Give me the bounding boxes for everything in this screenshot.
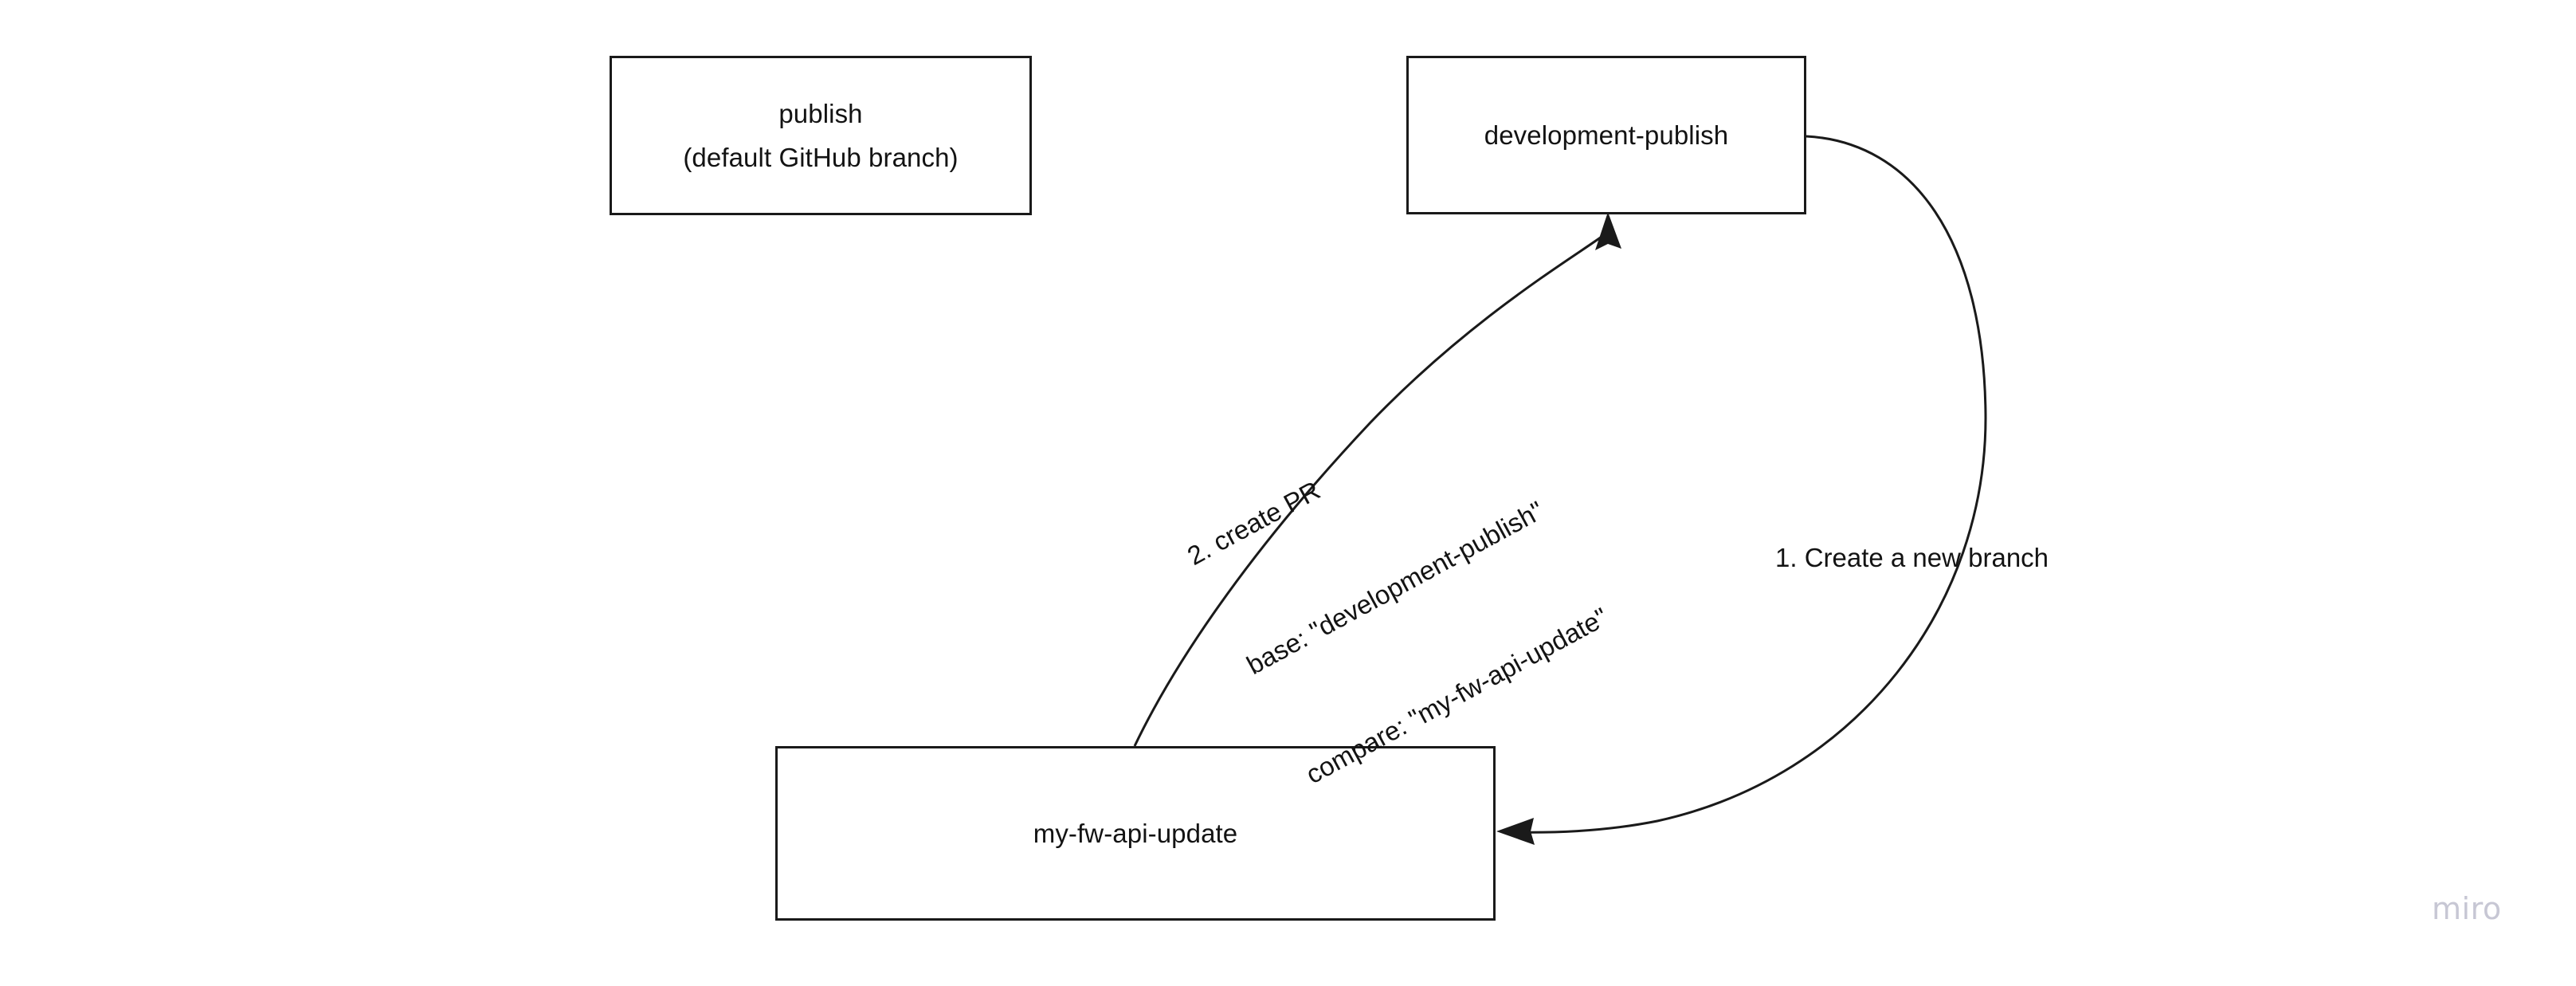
edge-label-create-branch: 1. Create a new branch <box>1775 543 2049 572</box>
node-publish-label: publish (default GitHub branch) <box>683 99 959 172</box>
node-my-fw-api-update[interactable]: my-fw-api-update <box>775 746 1496 921</box>
node-development-publish[interactable]: development-publish <box>1406 56 1806 214</box>
edge-create-branch-arrowhead <box>1496 818 1535 845</box>
node-publish[interactable]: publish (default GitHub branch) <box>610 56 1032 215</box>
edge-create-pr-arrowhead <box>1595 212 1621 250</box>
node-my-fw-api-update-label: my-fw-api-update <box>1033 819 1238 848</box>
miro-watermark: miro <box>2432 891 2502 926</box>
node-development-publish-label: development-publish <box>1484 120 1729 150</box>
